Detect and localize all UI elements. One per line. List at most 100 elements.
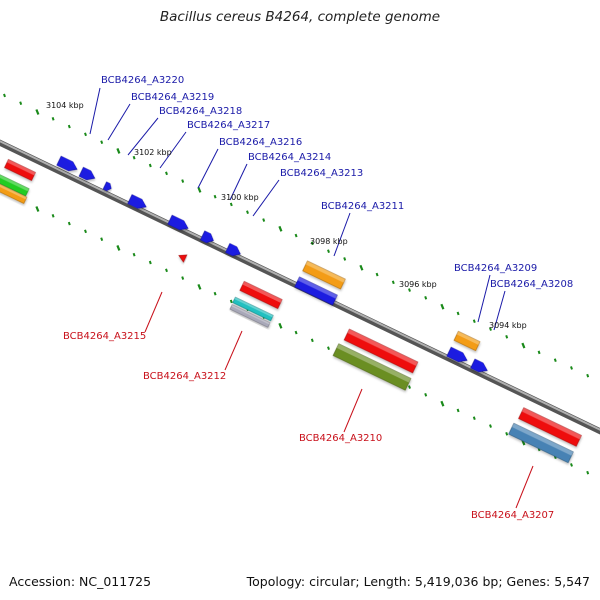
gene-block: [332, 343, 412, 391]
scale-tick: [440, 400, 445, 407]
genome-summary-text: Topology: circular; Length: 5,419,036 bp…: [246, 574, 590, 589]
scale-tick: [19, 101, 23, 106]
gene-arrow-body: [167, 214, 189, 231]
gene-arrow-body: [178, 254, 188, 263]
scale-label: 3104 kbp: [46, 101, 84, 110]
gene-block: [229, 304, 271, 328]
scale-tick: [278, 322, 283, 329]
leader-line: [477, 274, 491, 323]
scale-tick: [262, 218, 266, 222]
gene-label-forward: BCB4264_A3211: [321, 201, 404, 212]
gene-block: [453, 330, 481, 352]
gene-label-reverse: BCB4264_A3210: [299, 433, 382, 444]
leader-line: [107, 103, 131, 141]
scale-tick: [67, 221, 71, 226]
gene-block-highlight: [234, 297, 274, 318]
gene-block: [4, 159, 36, 181]
gene-label-forward: BCB4264_A3217: [187, 120, 270, 131]
scale-tick: [327, 346, 330, 350]
scale-tick: [51, 213, 55, 218]
scale-tick: [51, 116, 55, 121]
scale-tick: [310, 241, 314, 246]
scale-tick: [148, 260, 152, 265]
gene-label-reverse: BCB4264_A3207: [471, 510, 554, 521]
leader-line: [89, 87, 101, 135]
gene-block: [232, 296, 274, 322]
scale-tick: [521, 342, 526, 349]
gene-block-highlight: [456, 331, 480, 345]
gene-labels: BCB4264_A3220BCB4264_A3219BCB4264_A3218B…: [63, 75, 573, 521]
scale-tick: [3, 93, 6, 98]
leader-line: [197, 148, 219, 189]
gene-block-highlight: [231, 304, 271, 325]
leader-line: [127, 117, 159, 156]
gene-label-forward: BCB4264_A3220: [101, 75, 184, 86]
scale-tick: [553, 358, 557, 362]
scale-tick: [424, 393, 428, 397]
scale-tick: [229, 299, 233, 304]
gene-block: [0, 182, 28, 204]
gene-arrow: [102, 181, 112, 192]
scale-tick: [229, 202, 233, 207]
scale-tick: [505, 334, 509, 339]
scale-tick: [294, 330, 298, 335]
scale-tick: [586, 373, 590, 378]
gene-block-highlight: [347, 329, 418, 366]
scale-tick: [100, 140, 104, 144]
scale-tick: [375, 272, 379, 277]
scale-label: 3102 kbp: [134, 148, 172, 157]
gene-arrow-body: [78, 166, 96, 181]
gene-block: [239, 280, 283, 310]
gene-arrow-body: [127, 194, 147, 209]
scale-tick: [213, 291, 217, 296]
scale-tick: [570, 463, 573, 467]
gene-label-forward: BCB4264_A3218: [159, 106, 242, 117]
scale-tick: [537, 350, 541, 355]
gene-arrow: [178, 254, 188, 263]
gene-block: [302, 260, 346, 290]
gene-arrow-body: [56, 155, 78, 172]
scale-tick: [165, 268, 168, 273]
gene-label-forward: BCB4264_A3216: [219, 137, 302, 148]
gene-block-highlight: [242, 281, 283, 303]
scale-tick: [165, 171, 168, 176]
scale-tick: [505, 431, 509, 436]
gene-block-highlight: [512, 423, 574, 456]
scale-tick: [440, 303, 445, 310]
leader-line: [515, 465, 534, 509]
leader-line: [229, 163, 248, 201]
scale-tick: [116, 148, 121, 154]
scale-tick: [570, 366, 573, 370]
scale-label: 3098 kbp: [310, 237, 348, 246]
scale-tick: [148, 163, 152, 168]
leader-line: [144, 291, 163, 333]
gene-arrow: [56, 155, 78, 172]
scale-tick: [116, 245, 121, 251]
scale-tick: [84, 132, 87, 137]
scale-tick: [246, 210, 249, 215]
gene-features: [0, 155, 582, 464]
scale-tick: [472, 319, 476, 324]
gene-arrow: [78, 166, 96, 181]
gene-label-forward: BCB4264_A3219: [131, 92, 214, 103]
label-leaders: [89, 87, 534, 509]
gene-block-highlight: [0, 182, 27, 200]
leader-line: [343, 388, 363, 433]
gene-arrow: [200, 230, 214, 244]
scale-tick: [456, 311, 460, 316]
gene-label-forward: BCB4264_A3213: [280, 168, 363, 179]
scale-tick: [181, 276, 185, 280]
scale-tick: [213, 194, 217, 199]
gene-label-forward: BCB4264_A3208: [490, 279, 573, 290]
gene-arrow: [470, 358, 488, 373]
scale-tick: [181, 179, 185, 183]
scale-tick: [456, 408, 460, 413]
gene-block-highlight: [305, 260, 346, 283]
scale-tick: [391, 280, 395, 285]
leader-line: [333, 212, 351, 257]
accession-text: Accession: NC_011725: [9, 574, 152, 589]
map-title: Bacillus cereus B4264, complete genome: [159, 9, 441, 25]
scale-tick: [472, 416, 476, 421]
gene-block: [518, 407, 582, 447]
